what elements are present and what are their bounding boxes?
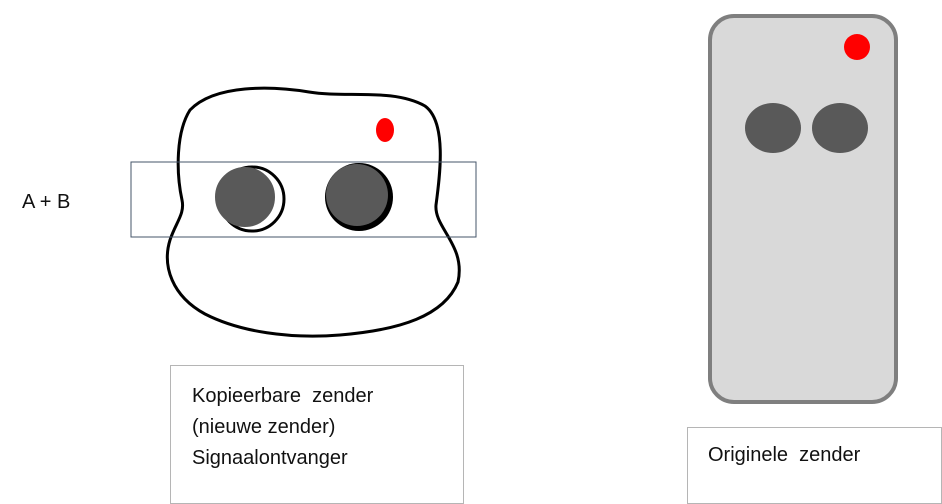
selection-rectangle (130, 161, 477, 238)
copyable-led (376, 118, 394, 142)
caption-line-2: (nieuwe zender) (192, 416, 336, 438)
copyable-transmitter-body (165, 86, 461, 338)
original-led (844, 34, 870, 60)
original-transmitter-caption: Originele zender (687, 427, 942, 504)
caption-line-1: Kopieerbare zender (192, 385, 374, 407)
original-transmitter-body (708, 14, 898, 404)
original-button-a (745, 103, 801, 153)
caption-line-3: Signaalontvanger (192, 447, 348, 469)
copyable-transmitter-caption: Kopieerbare zender (nieuwe zender) Signa… (170, 365, 464, 504)
copyable-button-b (326, 164, 388, 226)
original-button-b (812, 103, 868, 153)
original-caption-text: Originele zender (708, 444, 861, 466)
button-combination-label: A + B (22, 191, 71, 213)
copyable-button-a (215, 167, 275, 227)
